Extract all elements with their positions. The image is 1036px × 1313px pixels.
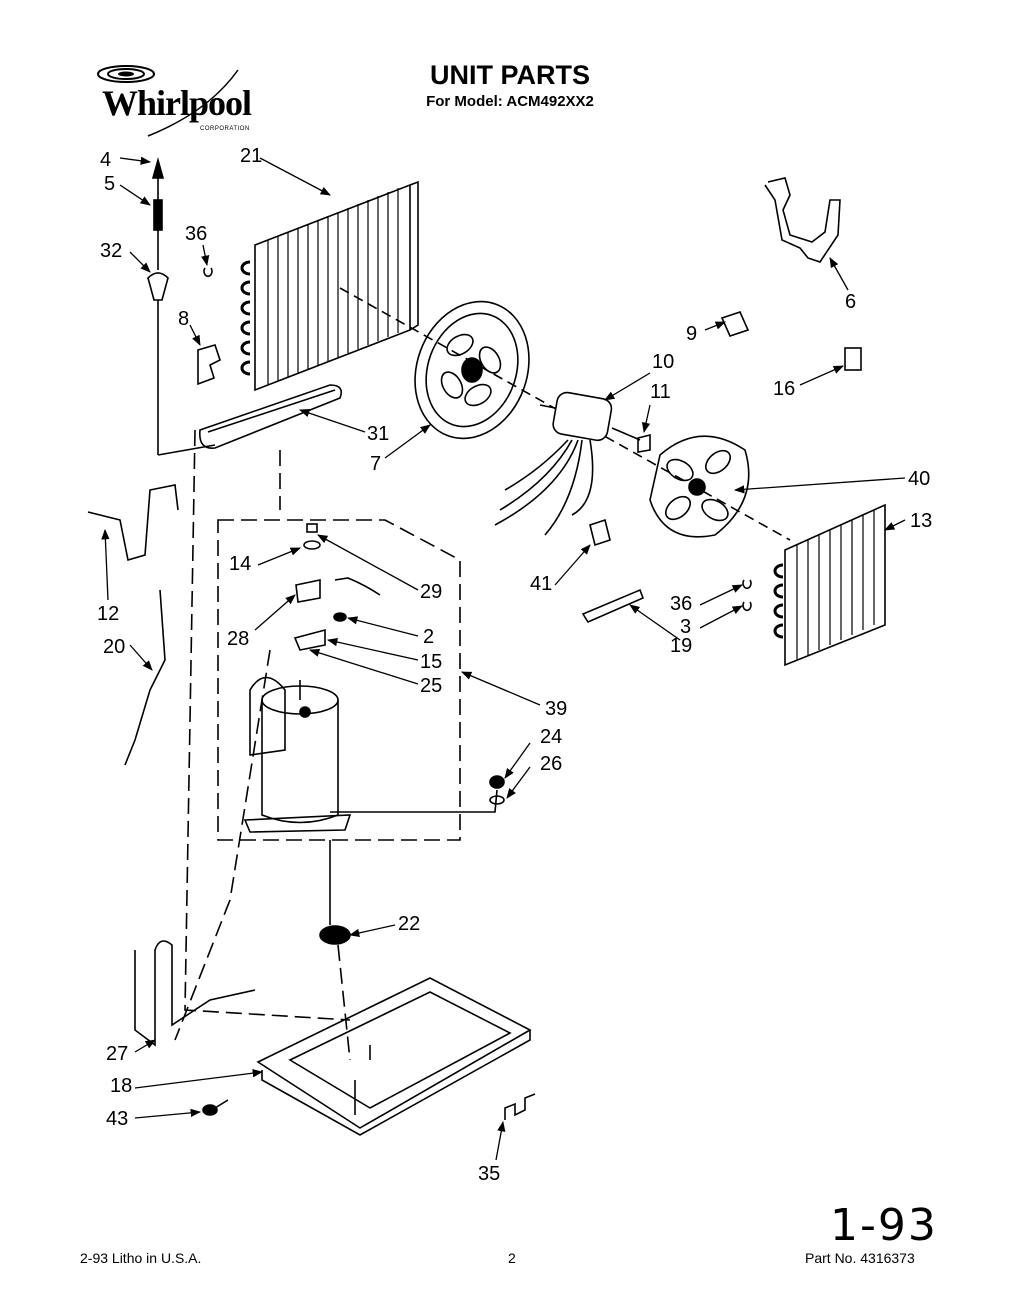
callout-12: 12 — [97, 603, 119, 625]
brand-name: Whirlpool — [102, 83, 252, 123]
part-6 — [764, 177, 841, 263]
callout-27: 27 — [106, 1043, 128, 1065]
callout-25: 25 — [420, 675, 442, 697]
part-29 — [306, 523, 318, 533]
callout-8: 8 — [178, 308, 189, 330]
callout-39: 39 — [545, 698, 567, 720]
compressor-assembly-box — [217, 519, 461, 841]
callout-4: 4 — [100, 149, 111, 171]
part-43 — [202, 1104, 218, 1116]
part-16 — [844, 347, 862, 371]
compressor — [243, 676, 352, 833]
callout-40: 40 — [908, 468, 930, 490]
callout-13: 13 — [910, 510, 932, 532]
callout-6: 6 — [845, 291, 856, 313]
fan-motor — [494, 391, 641, 536]
callout-43: 43 — [106, 1108, 128, 1130]
part-2 — [334, 577, 381, 596]
nut-part-24 — [489, 775, 505, 789]
callout-7: 7 — [370, 453, 381, 475]
clip-part-36b — [742, 579, 752, 590]
callout-14: 14 — [229, 553, 251, 575]
part-28 — [295, 579, 321, 603]
callout-10: 10 — [652, 351, 674, 373]
callout-41: 41 — [530, 573, 552, 595]
part-14 — [303, 540, 321, 550]
callout-11: 11 — [650, 381, 671, 403]
base-pan — [256, 977, 532, 1136]
callout-20: 20 — [103, 636, 125, 658]
page-title: UNIT PARTS — [430, 60, 590, 90]
page-number: 2 — [508, 1250, 516, 1266]
callout-29: 29 — [420, 581, 442, 603]
grommet-part-22 — [319, 925, 351, 945]
callout-24: 24 — [540, 726, 562, 748]
callout-19: 19 — [670, 635, 692, 657]
blower-shroud — [414, 300, 530, 440]
part-41 — [589, 518, 611, 547]
part-19 — [581, 588, 645, 624]
part-number: Part No. 4316373 — [805, 1250, 915, 1266]
callout-32: 32 — [100, 240, 122, 262]
callout-3: 3 — [680, 616, 691, 638]
litho-note: 2-93 Litho in U.S.A. — [80, 1250, 202, 1266]
clamp-part-9 — [720, 311, 750, 337]
callout-5: 5 — [104, 173, 115, 195]
whirlpool-logo: Whirlpool CORPORATION — [88, 62, 268, 142]
part-11 — [637, 433, 651, 453]
callout-36b: 36 — [670, 593, 692, 615]
callout-16: 16 — [773, 378, 795, 400]
brand-corporation: CORPORATION — [200, 126, 250, 132]
clip-part-36 — [203, 267, 213, 278]
callout-26: 26 — [540, 753, 562, 775]
evaporator-coil — [240, 180, 419, 392]
callout-2: 2 — [423, 626, 434, 648]
callout-15: 15 — [420, 651, 442, 673]
part-31 — [198, 384, 343, 449]
condenser-coil — [773, 503, 886, 667]
callout-9: 9 — [686, 323, 697, 345]
callout-31: 31 — [367, 423, 389, 445]
tube-part-27 — [134, 940, 256, 1047]
washer-part-26 — [489, 795, 505, 805]
harness-part-20 — [124, 589, 166, 766]
callout-18: 18 — [110, 1075, 132, 1097]
callout-28: 28 — [227, 628, 249, 650]
callout-35: 35 — [478, 1163, 500, 1185]
callout-21: 21 — [240, 145, 262, 167]
bracket-part-8 — [197, 344, 221, 386]
thermostat-probe — [147, 157, 216, 456]
handwritten-date: 1-93 — [830, 1200, 938, 1251]
tube-part-12 — [87, 484, 179, 562]
part-25 — [293, 628, 326, 651]
callout-22: 22 — [398, 913, 420, 935]
part-35 — [504, 1093, 536, 1120]
clip-part-3 — [742, 601, 752, 612]
callout-36: 36 — [185, 223, 207, 245]
condenser-fan — [649, 435, 750, 538]
model-number: For Model: ACM492XX2 — [426, 93, 594, 110]
